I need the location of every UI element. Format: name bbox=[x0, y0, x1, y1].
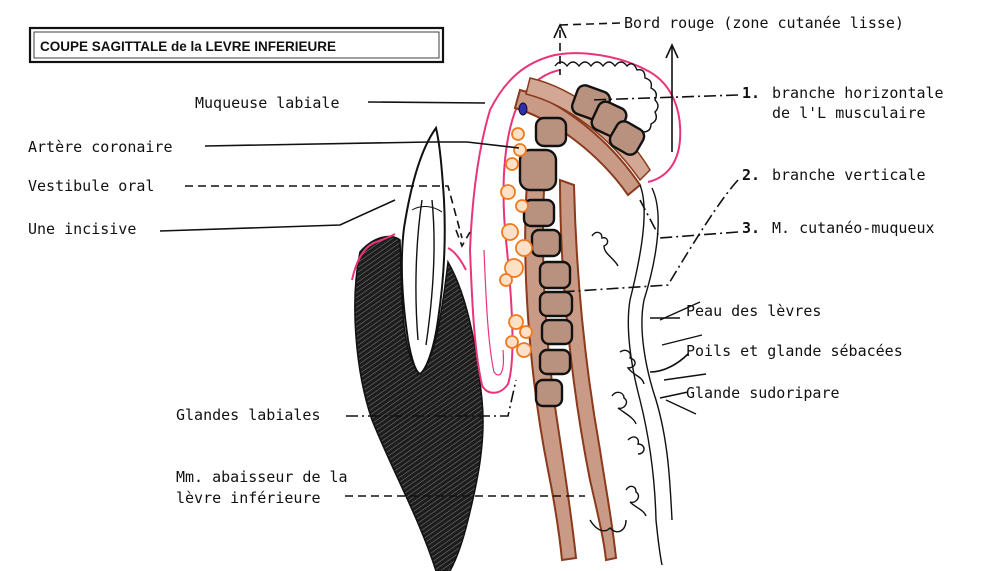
mandible-bone bbox=[354, 235, 484, 571]
label-branche-verticale: branche verticale bbox=[772, 166, 926, 184]
mucosa-inner bbox=[483, 249, 505, 376]
label-number-2: 2. bbox=[742, 166, 760, 184]
label-vestibule-oral: Vestibule oral bbox=[28, 177, 154, 195]
label-branche-horizontale-line2: de l'L musculaire bbox=[772, 104, 926, 122]
label-peau-des-levres: Peau des lèvres bbox=[686, 302, 821, 320]
title-box: COUPE SAGITTALE de la LEVRE INFERIEURE bbox=[28, 26, 445, 64]
leader-branche-verticale bbox=[559, 179, 739, 293]
leader-bord-rouge bbox=[559, 22, 621, 75]
label-mm-abaisseur-line1: Mm. abaisseur de la bbox=[176, 468, 348, 486]
leader-poils-glande bbox=[649, 353, 689, 373]
leader-une-incisive bbox=[159, 199, 396, 232]
leader-bord-rouge-arrow-left bbox=[553, 23, 567, 39]
label-poils-glande: Poils et glande sébacées bbox=[686, 342, 903, 360]
diagram-title: COUPE SAGITTALE de la LEVRE INFERIEURE bbox=[40, 39, 336, 54]
label-number-3: 3. bbox=[742, 219, 760, 237]
label-bord-rouge: Bord rouge (zone cutanée lisse) bbox=[624, 14, 904, 32]
label-glandes-labiales: Glandes labiales bbox=[176, 406, 321, 424]
label-number-1: 1. bbox=[742, 84, 760, 102]
leader-cutaneo-muqueux bbox=[639, 199, 739, 239]
leader-branche-horizontale bbox=[589, 94, 739, 101]
leader-vestibule-oral bbox=[185, 185, 463, 239]
label-branche-horizontale-line1: branche horizontale bbox=[772, 84, 944, 102]
label-cutaneo-muqueux: M. cutanéo-muqueux bbox=[772, 219, 935, 237]
red-lip-epithelium bbox=[554, 61, 659, 133]
leader-glandes-labiales bbox=[346, 379, 517, 417]
label-artere-coronaire: Artère coronaire bbox=[28, 138, 173, 156]
labial-glands bbox=[499, 127, 533, 358]
label-muqueuse-labiale: Muqueuse labiale bbox=[195, 94, 340, 112]
leader-vestibule-arrow bbox=[455, 229, 471, 248]
gingiva bbox=[351, 233, 467, 281]
leader-glande-sudoripare bbox=[659, 391, 689, 399]
leader-artere-coronaire bbox=[204, 141, 520, 149]
muscle-fascicles bbox=[518, 84, 646, 408]
label-une-incisive: Une incisive bbox=[28, 220, 136, 238]
skin-layer bbox=[589, 184, 707, 566]
coronary-artery bbox=[518, 102, 528, 116]
label-glande-sudoripare: Glande sudoripare bbox=[686, 384, 840, 402]
leader-bord-rouge-arrow-right bbox=[665, 43, 679, 59]
incisor bbox=[400, 125, 446, 376]
leader-muqueuse-labiale bbox=[367, 101, 486, 104]
label-mm-abaisseur-line2: lèvre inférieure bbox=[176, 489, 321, 507]
